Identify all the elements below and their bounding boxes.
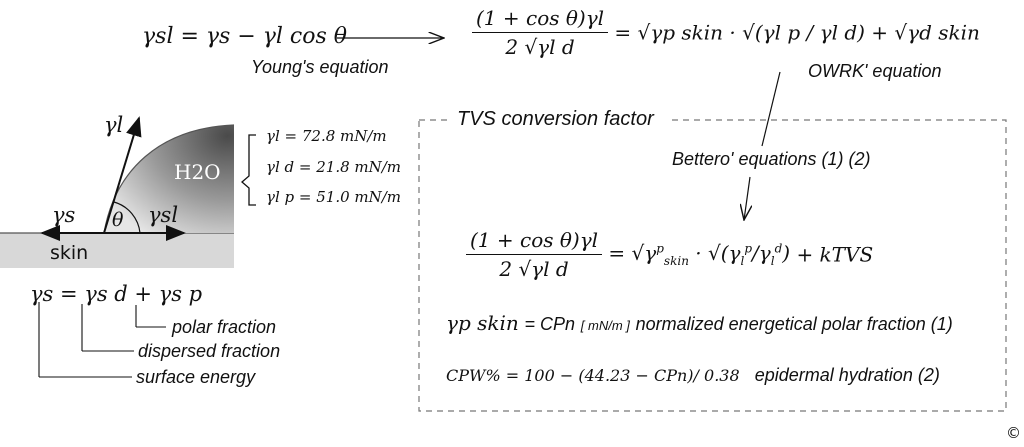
water-droplet [104, 125, 234, 233]
h2o-label: H2O [174, 160, 221, 184]
cpw-line: CPW% = 100 − (44.23 − CPn)/ 0.38 epiderm… [446, 365, 940, 386]
copyright-icon: © [1006, 424, 1021, 442]
gamma-s-label: γs [52, 203, 76, 227]
values-brace [241, 134, 256, 206]
owrk-rhs: = √γp skin · √(γl p / γl d) + √γd skin [614, 20, 980, 45]
theta-label: θ [112, 209, 124, 231]
dispersed-fraction-label: dispersed fraction [138, 341, 281, 361]
owrk-denominator: 2 √γl d [505, 35, 575, 59]
tvs-equation: (1 + cos θ)γl 2 √γl d = √γpskin · √(γlp/… [466, 228, 873, 281]
surface-energy-label: surface energy [136, 367, 256, 387]
cpw-formula: CPW% = 100 − (44.23 − CPn)/ 0.38 [446, 366, 740, 385]
tvs-numerator: (1 + cos θ)γl [466, 228, 603, 255]
owrk-to-bettero-arrow [761, 71, 781, 147]
cpn-unit: [ mN/m ] [580, 318, 630, 333]
young-equation: γsl = γs − γl cos θ [142, 24, 348, 49]
k-tvs-term: + kTVS [796, 242, 874, 267]
bettero-to-formula-arrow [744, 176, 750, 220]
value-gamma-l-p: γl p = 51.0 mN/m [266, 188, 402, 206]
gamma-l-label: γl [104, 113, 124, 137]
cpw-desc: epidermal hydration (2) [754, 365, 940, 385]
owrk-label: OWRK' equation [808, 61, 942, 81]
tvs-title: TVS conversion factor [457, 108, 654, 130]
theta-arc [113, 201, 141, 234]
cpn-line: γp skin = CPn [ mN/m ] normalized energe… [446, 311, 953, 335]
surface-equation: γs = γs d + γs p [30, 282, 203, 306]
tvs-dashed-box [418, 119, 1007, 412]
cpn-eq: = CPn [524, 314, 576, 334]
owrk-numerator: (1 + cos θ)γl [472, 6, 609, 33]
tvs-rhs: = √γpskin · √(γlp/γld) [608, 241, 797, 268]
cpn-desc: normalized energetical polar fraction (1… [635, 314, 953, 334]
tvs-denominator: 2 √γl d [499, 257, 569, 281]
owrk-equation: (1 + cos θ)γl 2 √γl d = √γp skin · √(γl … [472, 6, 980, 59]
skin-substrate [0, 233, 234, 268]
skin-label: skin [50, 242, 89, 264]
gamma-l-arrow [103, 116, 142, 234]
gamma-p-skin: γp skin [446, 311, 519, 335]
young-label: Young's equation [251, 57, 389, 77]
value-gamma-l-d: γl d = 21.8 mN/m [266, 158, 402, 176]
bettero-label: Bettero' equations (1) (2) [672, 149, 871, 169]
gamma-sl-label: γsl [148, 203, 179, 227]
value-gamma-l: γl = 72.8 mN/m [266, 127, 387, 145]
polar-fraction-label: polar fraction [172, 317, 277, 337]
